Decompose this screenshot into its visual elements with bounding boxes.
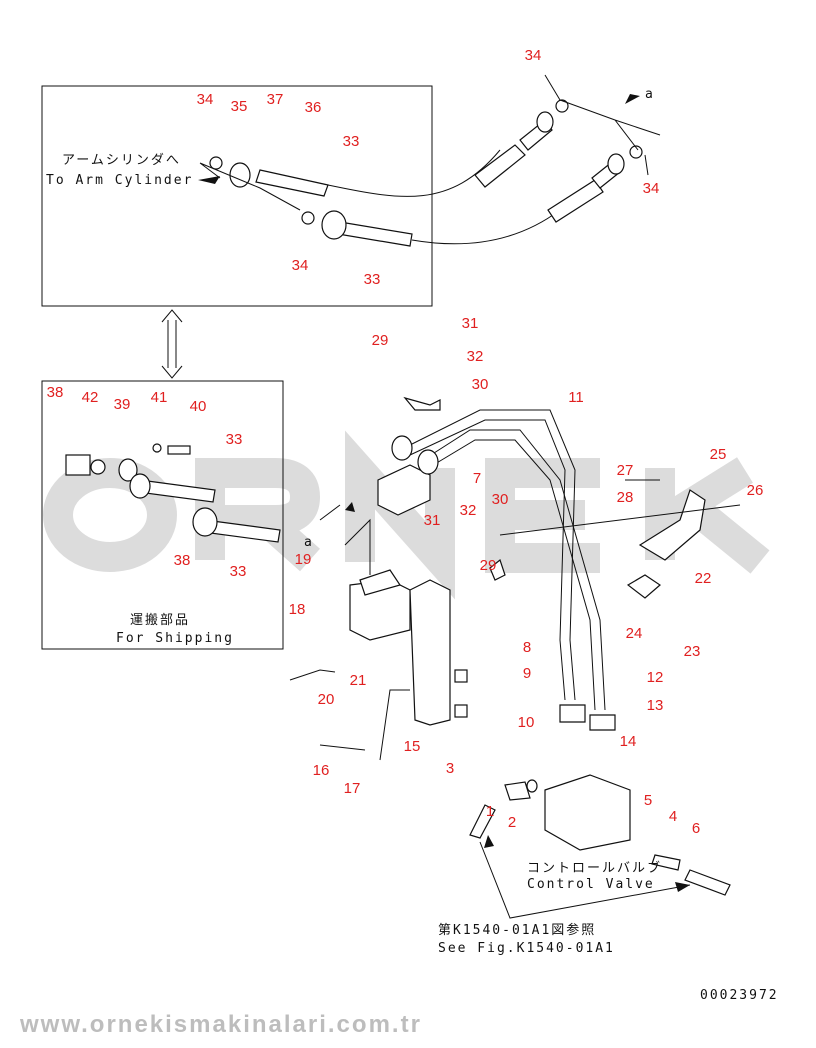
control-valve-en: Control Valve xyxy=(527,877,655,892)
callout: 18 xyxy=(289,601,306,618)
callout: 34 xyxy=(643,180,660,197)
ref-a-bottom: a xyxy=(304,535,314,550)
callout: 26 xyxy=(747,482,764,499)
callout: 2 xyxy=(508,814,516,831)
callout: 30 xyxy=(492,491,509,508)
control-valve-jp: コントロールバルブ xyxy=(527,860,662,876)
shipping-frame xyxy=(41,380,284,650)
double-arrow-icon xyxy=(161,309,183,379)
tube-assembly xyxy=(289,396,741,919)
callout-numbers: 34 34 34 35 37 36 33 34 33 38 42 39 41 4… xyxy=(47,47,764,837)
callout: 16 xyxy=(313,762,330,779)
callout: 33 xyxy=(343,133,360,150)
callout: 33 xyxy=(364,271,381,288)
callout: 8 xyxy=(523,639,531,656)
callout: 7 xyxy=(473,470,481,487)
for-shipping-jp: 運搬部品 xyxy=(130,613,190,628)
callout: 35 xyxy=(231,98,248,115)
callout: 17 xyxy=(344,780,361,797)
watermark-brand-logo xyxy=(43,430,770,600)
callout: 15 xyxy=(404,738,421,755)
callout: 31 xyxy=(424,512,441,529)
callout: 6 xyxy=(692,820,700,837)
shipping-parts xyxy=(65,443,281,543)
callout: 25 xyxy=(710,446,727,463)
callout: 36 xyxy=(305,99,322,116)
callout: 9 xyxy=(523,665,531,682)
callout: 34 xyxy=(292,257,309,274)
callout: 38 xyxy=(174,552,191,569)
arm-cylinder-frame xyxy=(41,85,433,307)
callout: 20 xyxy=(318,691,335,708)
callout: 38 xyxy=(47,384,64,401)
callout: 39 xyxy=(114,396,131,413)
callout: 21 xyxy=(350,672,367,689)
callout: 1 xyxy=(486,803,494,820)
drawing-number: 00023972 xyxy=(700,988,779,1003)
callout: 3 xyxy=(446,760,454,777)
see-fig-jp: 第K1540-01A1図参照 xyxy=(438,922,596,938)
callout: 32 xyxy=(460,502,477,519)
watermark-url: www.ornekismakinalari.com.tr xyxy=(19,1011,422,1038)
for-shipping-en: For Shipping xyxy=(116,631,234,646)
callout: 32 xyxy=(467,348,484,365)
callout: 42 xyxy=(82,389,99,406)
callout: 13 xyxy=(647,697,664,714)
callout: 22 xyxy=(695,570,712,587)
see-fig-en: See Fig.K1540-01A1 xyxy=(438,941,615,956)
to-arm-cylinder-jp: アームシリンダへ xyxy=(62,153,181,168)
to-arm-cylinder-en: To Arm Cylinder xyxy=(46,173,193,188)
callout: 34 xyxy=(197,91,214,108)
callout: 29 xyxy=(372,332,389,349)
callout: 40 xyxy=(190,398,207,415)
callout: 23 xyxy=(684,643,701,660)
callout: 27 xyxy=(617,462,634,479)
callout: 5 xyxy=(644,792,652,809)
callout: 30 xyxy=(472,376,489,393)
callout: 31 xyxy=(462,315,479,332)
callout: 28 xyxy=(617,489,634,506)
callout: 19 xyxy=(295,551,312,568)
callout: 41 xyxy=(151,389,168,406)
ref-a-top: a xyxy=(645,87,655,102)
callout: 11 xyxy=(568,389,584,406)
callout: 14 xyxy=(620,733,637,750)
callout: 34 xyxy=(525,47,542,64)
callout: 4 xyxy=(669,808,677,825)
callout: 10 xyxy=(518,714,535,731)
callout: 12 xyxy=(647,669,664,686)
callout: 29 xyxy=(480,557,497,574)
hose-assemblies-top xyxy=(198,74,661,247)
callout: 33 xyxy=(226,431,243,448)
callout: 33 xyxy=(230,563,247,580)
callout: 37 xyxy=(267,91,284,108)
callout: 24 xyxy=(626,625,643,642)
